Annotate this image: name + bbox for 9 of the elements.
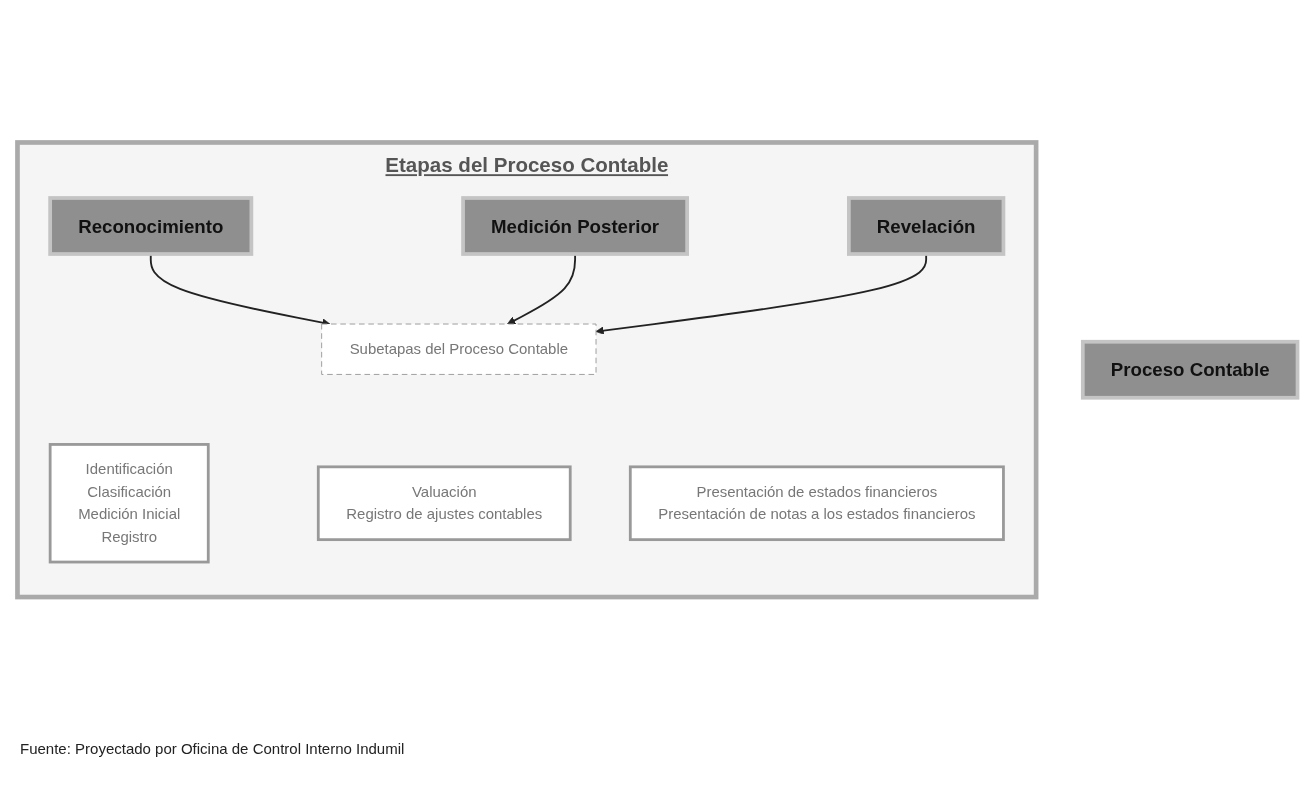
node-box: Revelación xyxy=(847,196,1006,257)
node-box: Reconocimiento xyxy=(48,196,254,257)
node-box: Proceso Contable xyxy=(1080,340,1300,400)
node-box: Presentación de estados financieros Presentación de notas a los estados financieros xyxy=(628,465,1005,542)
source-caption: Fuente: Proyectado por Oficina de Control Interno Indumil xyxy=(20,740,406,757)
node-box: Valuación Registro de ajustes contables xyxy=(316,465,572,542)
node-box: Identificación Clasificación Medición Inicial Registro xyxy=(48,443,210,564)
node-box: Medición Posterior xyxy=(461,196,689,257)
node-box: Subetapas del Proceso Contable xyxy=(321,323,597,376)
